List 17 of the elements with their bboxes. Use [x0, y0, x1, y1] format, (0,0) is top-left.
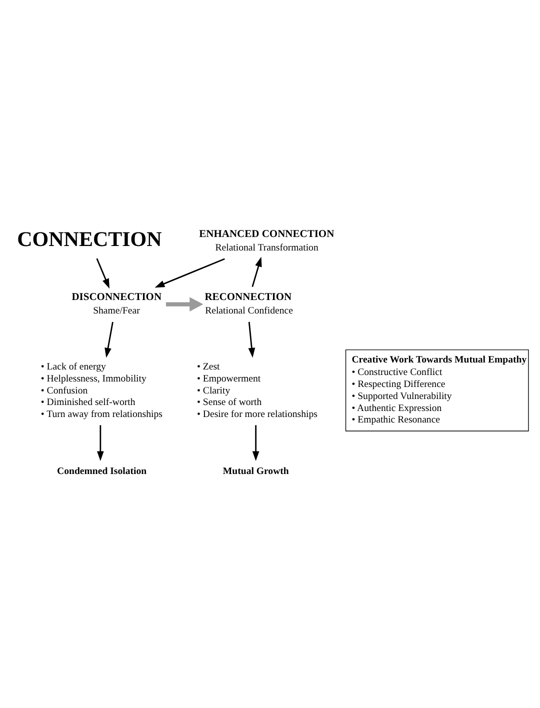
arrow	[166, 297, 204, 312]
node-text: DISCONNECTION Shame/Fear	[72, 292, 162, 317]
node-text: • Zest • Empowerment • Clarity • Sense of worth • Desire for more relationships	[197, 362, 318, 420]
arrow	[252, 256, 262, 287]
node-text: RECONNECTION Relational Confidence	[204, 292, 293, 317]
node-text: Condemned Isolation	[57, 466, 147, 477]
node-text: Mutual Growth	[222, 466, 289, 477]
arrow	[96, 258, 110, 289]
node-text: • Lack of energy • Helplessness, Immobility • Confusion • Diminished self-worth • Turn away from relationships	[40, 362, 162, 420]
arrow	[248, 322, 256, 358]
arrow	[96, 425, 104, 462]
node-box: Creative Work Towards Mutual Empathy • Constructive Conflict • Respecting Difference • Supported Vulnerability • Authentic Expression • Empathic Resonance	[345, 349, 529, 432]
arrow	[154, 258, 225, 288]
arrow	[104, 322, 114, 358]
arrow	[252, 425, 260, 462]
node-text: CONNECTION	[17, 227, 162, 252]
node-text: ENHANCED CONNECTION Relational Transformation	[199, 229, 334, 254]
